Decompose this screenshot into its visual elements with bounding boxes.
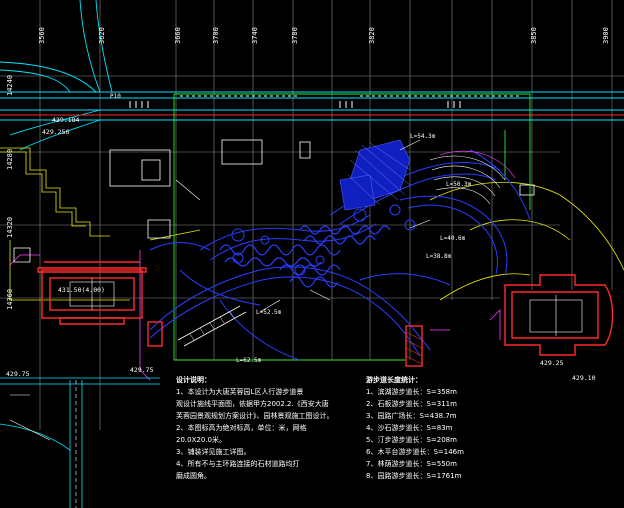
elevation-label: 429.256 bbox=[42, 128, 69, 136]
planting-circles bbox=[231, 204, 416, 276]
road-markings bbox=[129, 95, 520, 108]
plaza-hatch bbox=[339, 139, 411, 211]
dimension-labels: L=54.3m L=50.3m L=40.6m L=38.8m L=52.5m … bbox=[110, 93, 472, 364]
grid-labels-left: 14240 14280 14320 14360 bbox=[6, 75, 14, 310]
elevation-label: 429.75 bbox=[6, 370, 30, 378]
grid-label-top: 3660 bbox=[174, 27, 182, 44]
diagonal-walkway-hatch bbox=[189, 311, 235, 341]
elevation-labels: 429.184 429.256 429.75 429.75 429.25 429… bbox=[6, 116, 596, 382]
design-note-line: 1、本设计为大唐芙蓉园L区人行游步道景 bbox=[176, 388, 304, 396]
pavilion-left-detail bbox=[69, 278, 115, 310]
grid-label-left: 14320 bbox=[6, 217, 14, 238]
legend-item: 2、石板游步道长：S=311m bbox=[366, 400, 457, 408]
red-small-box bbox=[147, 321, 423, 367]
arc-terraces-color bbox=[439, 150, 516, 179]
grid-label-top: 3700 bbox=[212, 27, 220, 44]
red-hatch bbox=[405, 331, 423, 365]
dimension-label: L=40.6m bbox=[440, 235, 466, 242]
main-road bbox=[0, 0, 624, 151]
legend-item: 6、木平台游步道长：S=146m bbox=[366, 448, 464, 456]
buildings-white bbox=[13, 139, 535, 263]
magenta-lines bbox=[9, 250, 501, 381]
design-note-line: 3、铺装详见施工详图。 bbox=[176, 448, 251, 456]
elevation-label: 429.184 bbox=[52, 116, 79, 124]
diagonal-walkway bbox=[177, 305, 247, 347]
grid-label-top: 3850 bbox=[530, 27, 538, 44]
legend-item: 4、沙石游步道长：S=83m bbox=[366, 424, 453, 432]
site-boundary bbox=[0, 147, 624, 301]
grid-label-left: 14360 bbox=[6, 289, 14, 310]
design-note-line: 2、本图标高为绝对标高，单位：米，网格 bbox=[176, 424, 307, 432]
dimension-label: L=50.3m bbox=[446, 181, 472, 188]
elevation-label: 431.50(4.00) bbox=[58, 286, 105, 294]
dimension-label: L=52.5m bbox=[256, 309, 282, 316]
road-label: P10 bbox=[110, 93, 121, 100]
dimension-label: L=38.8m bbox=[426, 253, 452, 260]
dimension-label: L=62.5m bbox=[236, 357, 262, 364]
legend-item: 8、园路游步道长：S=1761m bbox=[366, 472, 462, 480]
annotation-ticks bbox=[175, 139, 431, 313]
design-note-line: 观设计施线平面图，依据甲方2002.2.《西安大唐 bbox=[176, 400, 329, 408]
legend-item: 5、汀步游步道长：S=208m bbox=[366, 436, 457, 444]
walkways bbox=[149, 149, 531, 361]
design-note-line: 芙蓉园景观规划方案设计》、园林景观施工图设计。 bbox=[176, 412, 334, 420]
legend-item: 1、滨湖游步道长：S=358m bbox=[366, 388, 457, 396]
design-notes-title: 设计说明： bbox=[176, 376, 211, 384]
plaza-hatch-lines bbox=[347, 142, 411, 206]
grid-label-top: 3620 bbox=[98, 27, 106, 44]
south-streets-white bbox=[9, 380, 77, 508]
grid-label-top: 3560 bbox=[38, 27, 46, 44]
path-length-legend: 游步道长度统计： 1、滨湖游步道长：S=358m 2、石板游步道长：S=311m… bbox=[366, 374, 516, 482]
pavilion-right-detail bbox=[529, 295, 583, 336]
pavilion-right bbox=[504, 274, 614, 356]
green-boundary bbox=[173, 93, 531, 361]
arc-terraces bbox=[429, 155, 506, 205]
grid-label-top: 3780 bbox=[291, 27, 299, 44]
stone-path-squiggles bbox=[219, 225, 391, 288]
design-note-line: 磨成圆角。 bbox=[176, 472, 211, 480]
south-streets bbox=[0, 377, 160, 508]
grid-label-top: 3740 bbox=[251, 27, 259, 44]
elevation-label: 429.10 bbox=[572, 374, 596, 382]
legend-item: 3、园路广场长：S=438.7m bbox=[366, 412, 457, 420]
legend-title: 游步道长度统计： bbox=[366, 376, 422, 384]
design-note-line: 20.0X20.0米。 bbox=[176, 436, 226, 444]
grid-labels-top: 3560 3620 3660 3700 3740 3780 3820 3850 … bbox=[38, 27, 610, 44]
design-note-line: 4、所有不与主环路连接的石材道路均打 bbox=[176, 460, 300, 468]
elevation-label: 429.25 bbox=[540, 359, 564, 367]
grid-label-left: 14240 bbox=[6, 75, 14, 96]
grid-label-top: 3820 bbox=[368, 27, 376, 44]
elevation-label: 429.75 bbox=[130, 366, 154, 374]
grid-label-left: 14280 bbox=[6, 149, 14, 170]
design-notes: 设计说明： 1、本设计为大唐芙蓉园L区人行游步道景 观设计施线平面图，依据甲方2… bbox=[176, 374, 376, 482]
grid-label-top: 3900 bbox=[602, 27, 610, 44]
grid-lines bbox=[0, 0, 624, 430]
legend-item: 7、林荫游步道长：S=550m bbox=[366, 460, 457, 468]
dimension-label: L=54.3m bbox=[410, 133, 436, 140]
